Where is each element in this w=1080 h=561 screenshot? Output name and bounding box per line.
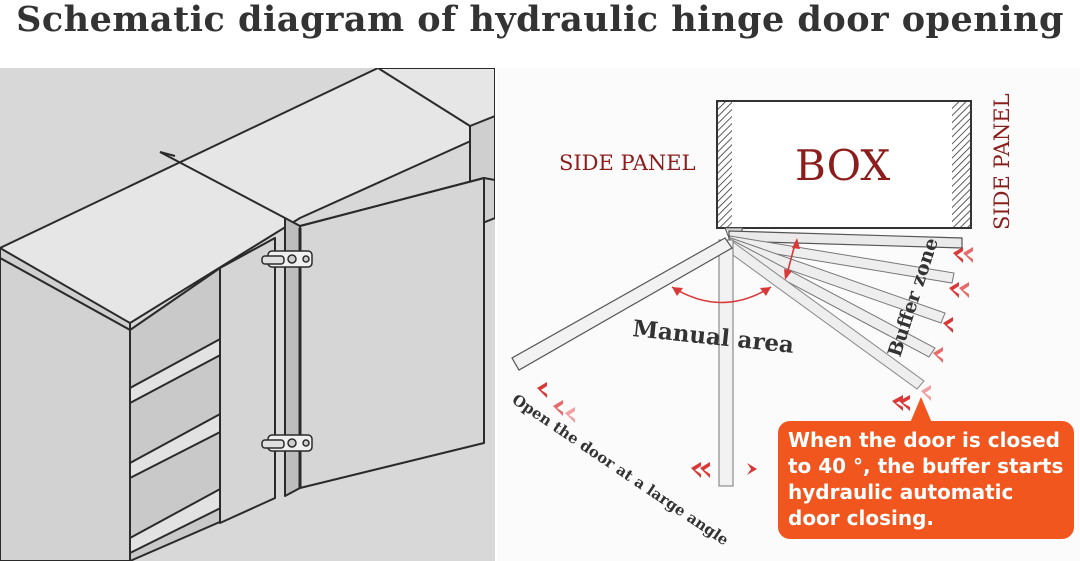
door-vertical [718,239,734,487]
side-panel-right-hatch [952,102,970,227]
left-front-panel [0,257,131,561]
box-outline [716,100,972,229]
buffer-callout: When the door is closed to 40 °, the buf… [778,421,1074,539]
side-panel-left-label: SIDE PANEL [559,151,696,175]
callout-text: When the door is closed to 40 °, the buf… [788,428,1064,530]
page-title: Schematic diagram of hydraulic hinge doo… [16,0,1064,40]
hinge-bottom [261,434,313,452]
cabinet-illustration [0,68,495,561]
door-wide-open [511,237,733,371]
manual-area-arc [671,286,772,304]
callout-tail [910,397,932,423]
open-door [299,177,485,489]
box-label: BOX [795,141,890,190]
side-panel-right-label: SIDE PANEL [990,93,1014,230]
open-door-label: Open the door at a large angle [509,390,732,549]
manual-area-label: Manual area [631,315,795,359]
hinge-top [261,250,313,268]
side-panel-left-hatch [718,102,732,227]
red-arrows [537,247,973,478]
